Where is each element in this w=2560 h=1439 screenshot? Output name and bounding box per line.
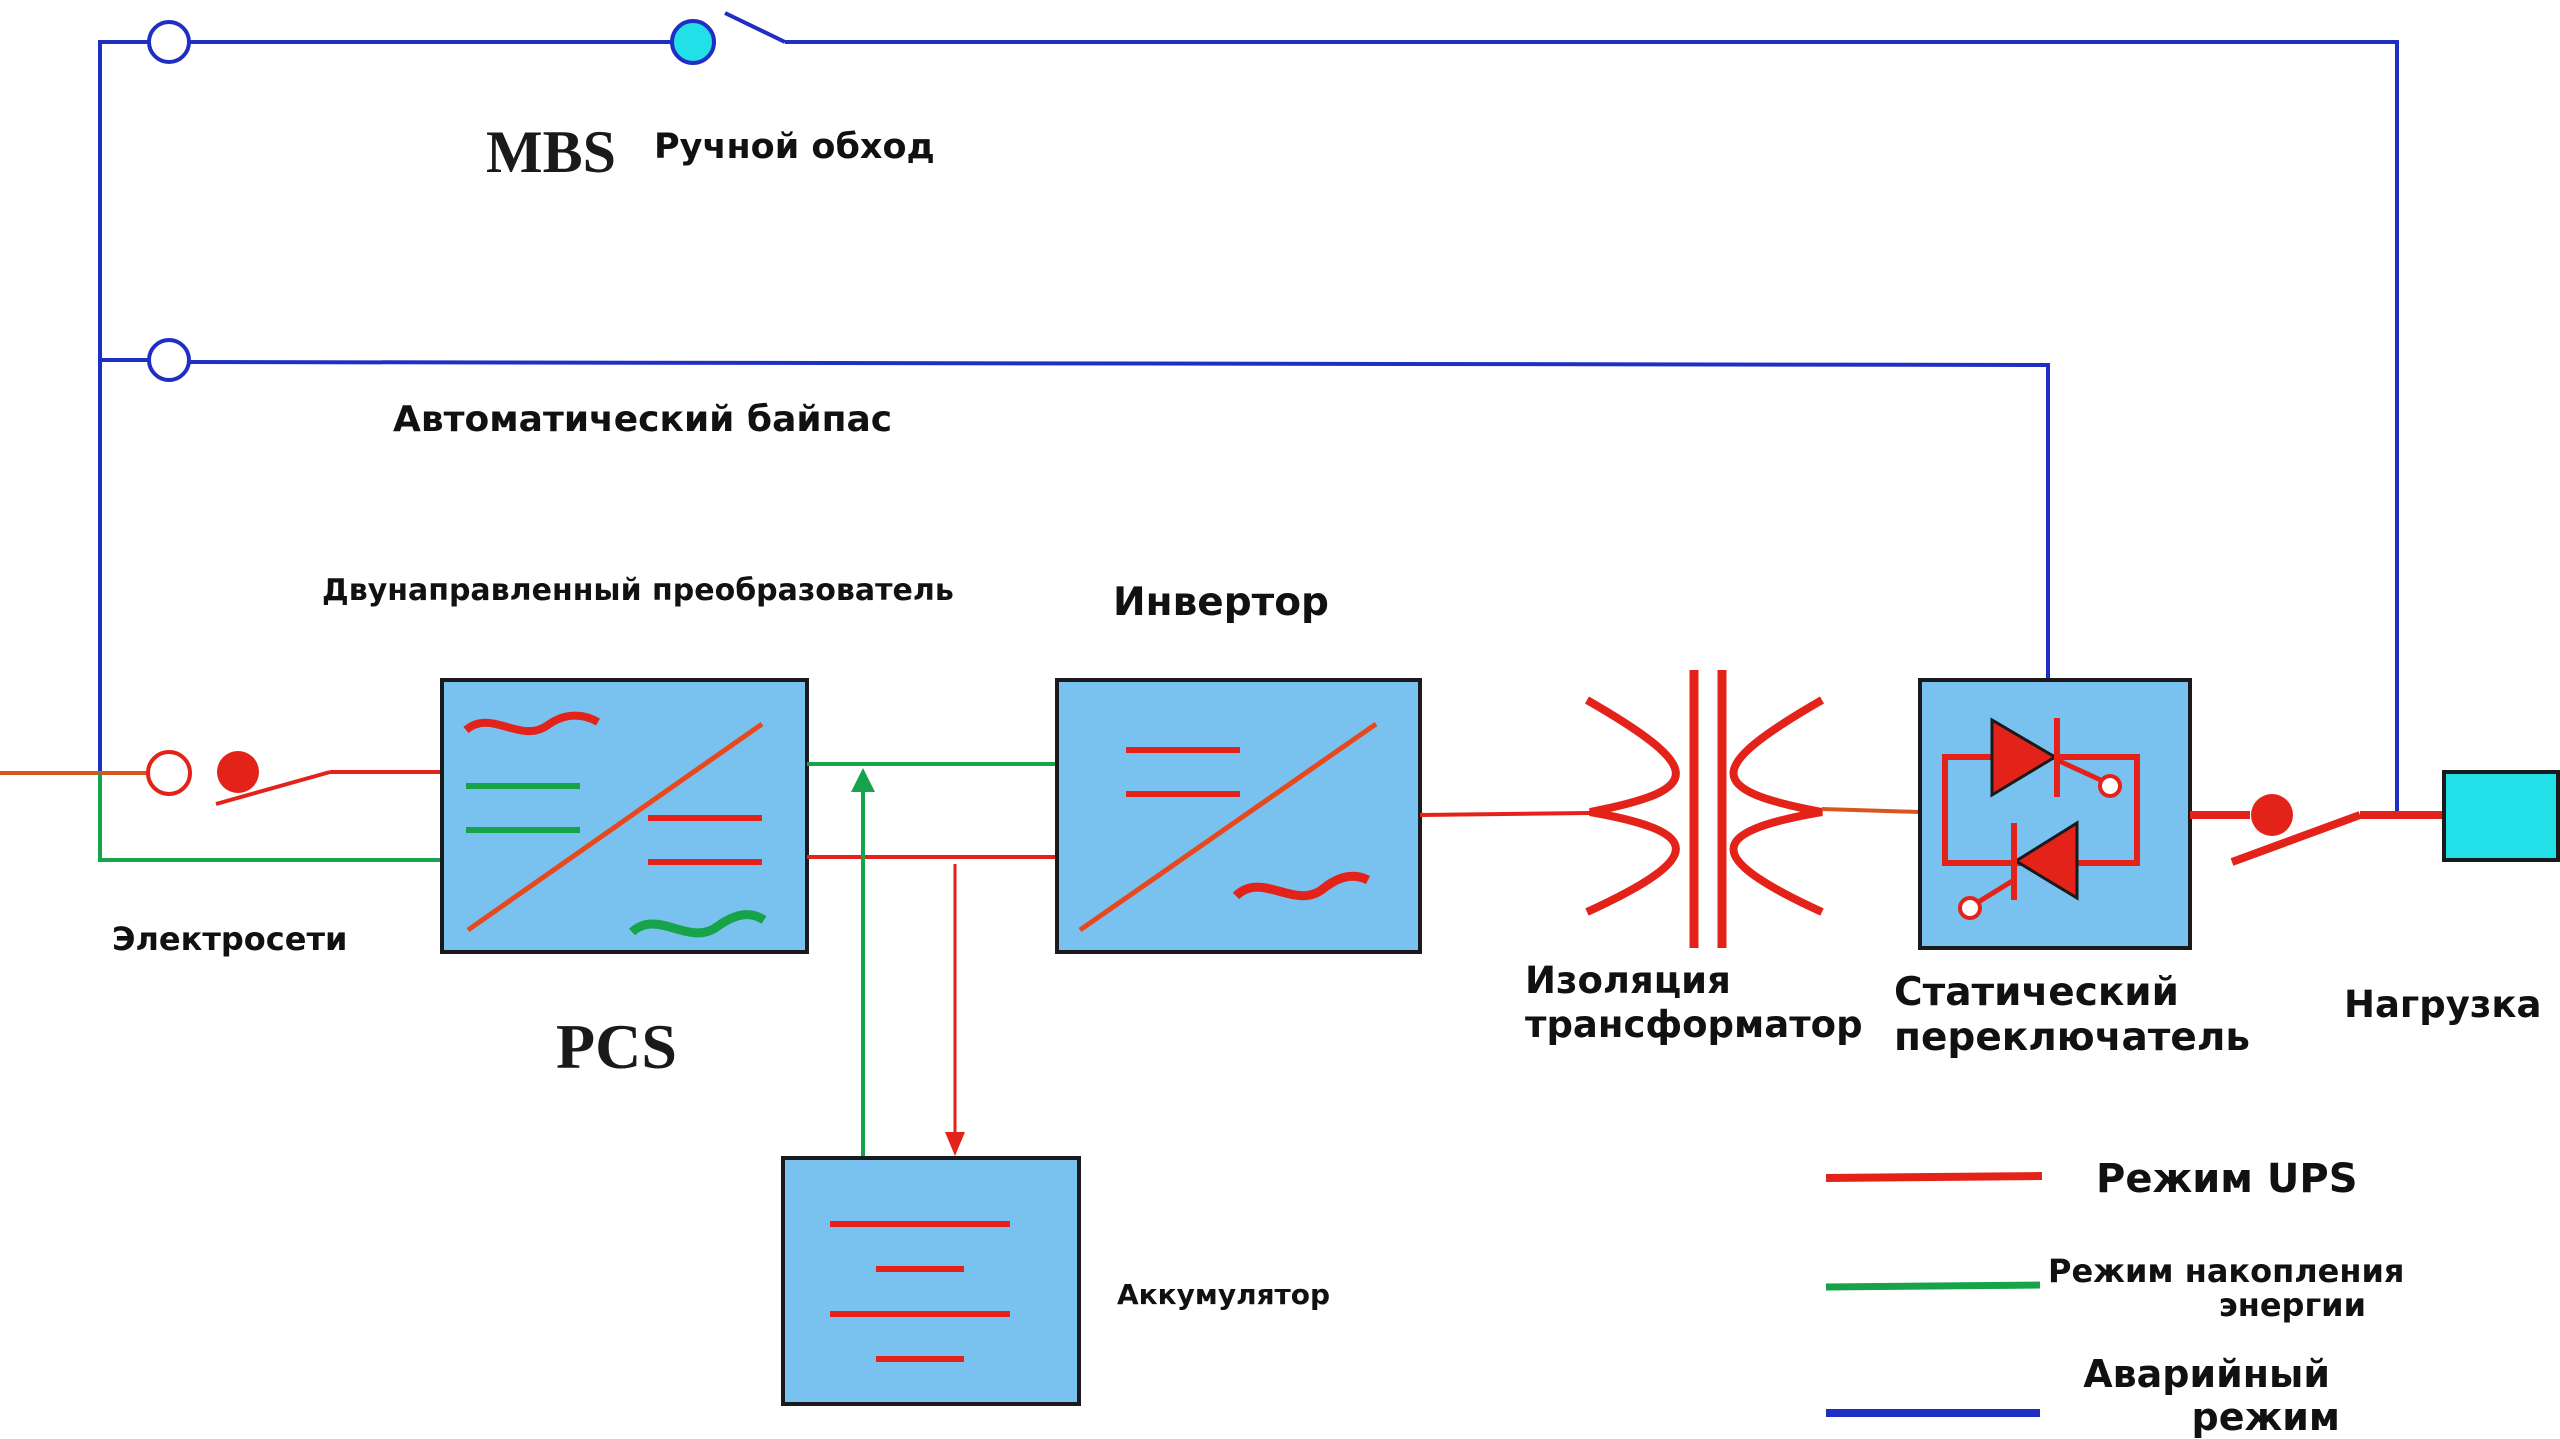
legend-storage-line — [1825, 1281, 2041, 1291]
battery-block — [781, 1156, 1081, 1406]
static-switch-label-1: Статический — [1894, 970, 2179, 1015]
battery-label: Аккумулятор — [1117, 1278, 1330, 1311]
isolation-label-2: трансформатор — [1525, 1003, 1863, 1046]
auto-bypass-label: Автоматический байпас — [393, 399, 892, 440]
static-switch-label-2: переключатель — [1894, 1015, 2250, 1060]
load-label: Нагрузка — [2344, 983, 2541, 1026]
mbs-label: MBS — [486, 119, 616, 185]
pcs-block — [440, 678, 809, 954]
inverter-label: Инвертор — [1113, 580, 1329, 625]
legend-emergency-label-2: режим — [2192, 1395, 2340, 1439]
isolation-label-1: Изоляция — [1525, 959, 1731, 1002]
legend-ups-line — [1825, 1172, 2043, 1182]
bidir-converter-label: Двунаправленный преобразователь — [322, 573, 954, 608]
legend-emergency-label-1: Аварийный — [2083, 1352, 2330, 1396]
mbs-node-left — [147, 20, 191, 64]
isolation-transformer — [1585, 670, 1824, 948]
emergency-wiring — [98, 11, 2399, 815]
load-block — [2442, 770, 2560, 862]
battery-charge-arrow — [851, 768, 875, 792]
pcs-label: PCS — [556, 1011, 677, 1082]
static-switch-block — [1918, 678, 2192, 950]
legend-storage-label-1: Режим накопления — [2048, 1252, 2404, 1290]
legend-storage-label-2: энергии — [2219, 1286, 2366, 1324]
inverter-block — [1055, 678, 1422, 954]
grid-switch-open-node — [146, 750, 192, 796]
transformer-output-line — [1821, 807, 1921, 814]
output-switch-node — [2251, 794, 2293, 836]
mbs-node-right — [670, 19, 716, 65]
manual-bypass-label: Ручной обход — [654, 127, 935, 167]
grid-label: Электросети — [112, 920, 347, 958]
battery-discharge-arrow — [945, 1132, 965, 1156]
auto-bypass-node — [147, 338, 191, 382]
legend-ups-label: Режим UPS — [2096, 1156, 2358, 1202]
grid-switch-closed-node — [217, 751, 259, 793]
